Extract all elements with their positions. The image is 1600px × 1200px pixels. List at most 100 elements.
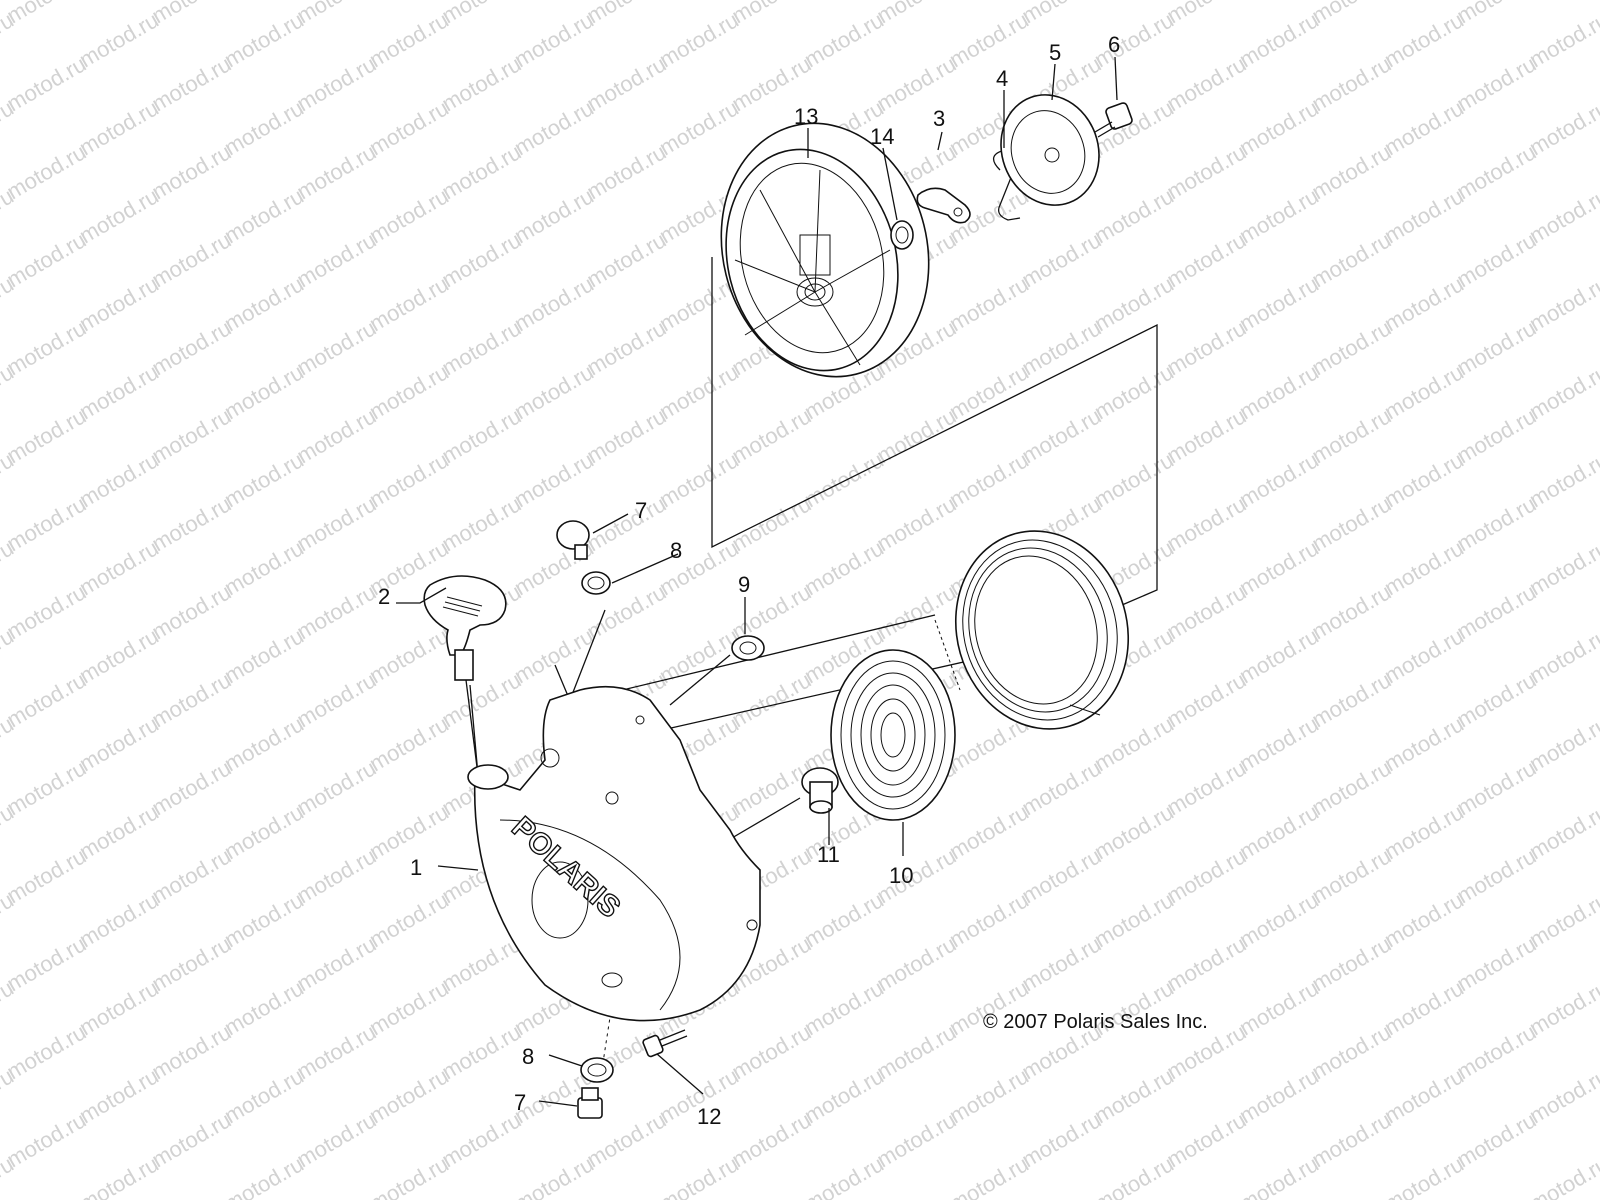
watermark-text: motod.ru <box>75 535 163 600</box>
watermark-text: motod.ru <box>1525 887 1600 952</box>
watermark-text: motod.ru <box>365 95 453 160</box>
watermark-text: motod.ru <box>583 139 671 204</box>
watermark-text: motod.ru <box>583 315 671 380</box>
watermark-text: motod.ru <box>365 183 453 248</box>
watermark-text: motod.ru <box>148 843 236 908</box>
watermark-text: motod.ru <box>1453 491 1541 556</box>
watermark-text: motod.ru <box>1525 1151 1600 1200</box>
watermark-text: motod.ru <box>293 0 381 28</box>
watermark-text: motod.ru <box>583 403 671 468</box>
watermark-text: motod.ru <box>148 667 236 732</box>
callout-12: 12 <box>697 1104 721 1129</box>
watermark-text: motod.ru <box>945 1151 1033 1200</box>
watermark-text: motod.ru <box>438 1019 526 1084</box>
callout-5: 5 <box>1049 40 1061 65</box>
bolt-part-12 <box>642 1029 688 1058</box>
watermark-text: motod.ru <box>365 271 453 336</box>
watermark-text: motod.ru <box>510 183 598 248</box>
watermark-text: motod.ru <box>1163 1195 1251 1200</box>
watermark-text: motod.ru <box>1018 755 1106 820</box>
watermark-text: motod.ru <box>3 667 91 732</box>
watermark-text: motod.ru <box>148 579 236 644</box>
watermark-text: motod.ru <box>293 755 381 820</box>
watermark-text: motod.ru <box>1018 227 1106 292</box>
watermark-text: motod.ru <box>1308 51 1396 116</box>
plate-part-5 <box>1000 94 1100 206</box>
watermark-text: motod.ru <box>75 711 163 776</box>
watermark-text: motod.ru <box>1235 1063 1323 1128</box>
watermark-text: motod.ru <box>220 447 308 512</box>
watermark-text: motod.ru <box>148 1107 236 1172</box>
watermark-text: motod.ru <box>438 139 526 204</box>
callout-2: 2 <box>378 584 390 609</box>
watermark-text: motod.ru <box>438 1107 526 1172</box>
watermark-text: motod.ru <box>1090 7 1178 72</box>
watermark-text: motod.ru <box>3 403 91 468</box>
bushing-part-9 <box>731 635 765 661</box>
watermark-text: motod.ru <box>1235 1151 1323 1200</box>
watermark-text: motod.ru <box>148 139 236 204</box>
watermark-text: motod.ru <box>1163 491 1251 556</box>
watermark-text: motod.ru <box>1235 975 1323 1040</box>
watermark-text: motod.ru <box>945 799 1033 864</box>
watermark-text: motod.ru <box>1235 271 1323 336</box>
bushing-part-11 <box>801 767 839 814</box>
watermark-text: motod.ru <box>1380 623 1468 688</box>
watermark-text: motod.ru <box>3 843 91 908</box>
watermark-text: motod.ru <box>1380 799 1468 864</box>
watermark-text: motod.ru <box>1453 315 1541 380</box>
watermark-text: motod.ru <box>75 183 163 248</box>
watermark-text: motod.ru <box>1453 667 1541 732</box>
callout-labels: 1 2 3 4 5 6 7 8 9 10 11 12 13 14 8 7 <box>378 32 1120 1129</box>
watermark-text: motod.ru <box>148 227 236 292</box>
watermark-text: motod.ru <box>293 843 381 908</box>
watermark-text: motod.ru <box>1453 0 1541 28</box>
watermark-text: motod.ru <box>220 183 308 248</box>
watermark-text: motod.ru <box>1163 0 1251 28</box>
housing-part-1: POLARIS <box>467 685 761 1022</box>
watermark-text: motod.ru <box>728 755 816 820</box>
watermark-text: motod.ru <box>220 1063 308 1128</box>
watermark-text: motod.ru <box>1235 183 1323 248</box>
watermark-text: motod.ru <box>1235 359 1323 424</box>
callout-leaders <box>396 56 1118 1107</box>
watermark-text: motod.ru <box>438 227 526 292</box>
watermark-text: motod.ru <box>728 1107 816 1172</box>
watermark-text: motod.ru <box>1525 623 1600 688</box>
watermark-text: motod.ru <box>1380 975 1468 1040</box>
watermark-text: motod.ru <box>1453 1195 1541 1200</box>
watermark-text: motod.ru <box>3 139 91 204</box>
watermark-text: motod.ru <box>583 0 671 28</box>
watermark-text: motod.ru <box>510 271 598 336</box>
watermark-text: motod.ru <box>148 403 236 468</box>
watermark-text: motod.ru <box>1525 359 1600 424</box>
watermark-text: motod.ru <box>293 403 381 468</box>
watermark-text: motod.ru <box>3 491 91 556</box>
watermark-text: motod.ru <box>75 887 163 952</box>
watermark-text: motod.ru <box>1380 887 1468 952</box>
watermark-text: motod.ru <box>873 0 961 28</box>
watermark-text: motod.ru <box>873 1019 961 1084</box>
watermark-text: motod.ru <box>1018 315 1106 380</box>
watermark-text: motod.ru <box>1453 755 1541 820</box>
watermark-text: motod.ru <box>1453 931 1541 996</box>
watermark-text: motod.ru <box>1090 711 1178 776</box>
watermark-text: motod.ru <box>365 447 453 512</box>
watermark-text: motod.ru <box>148 1019 236 1084</box>
watermark-text: motod.ru <box>3 931 91 996</box>
watermark-text: motod.ru <box>1163 931 1251 996</box>
watermark-text: motod.ru <box>873 843 961 908</box>
watermark-text: motod.ru <box>1308 227 1396 292</box>
watermark-text: motod.ru <box>365 1063 453 1128</box>
watermark-text: motod.ru <box>220 359 308 424</box>
watermark-text: motod.ru <box>1235 799 1323 864</box>
watermark-text: motod.ru <box>655 359 743 424</box>
watermark-text: motod.ru <box>1525 447 1600 512</box>
watermark-text: motod.ru <box>293 1107 381 1172</box>
plug-part-7-bottom <box>577 1087 603 1119</box>
callout-6: 6 <box>1108 32 1120 57</box>
watermark-text: motod.ru <box>293 667 381 732</box>
watermark-text: motod.ru <box>75 799 163 864</box>
watermark-text: motod.ru <box>1453 579 1541 644</box>
watermark-text: motod.ru <box>220 271 308 336</box>
